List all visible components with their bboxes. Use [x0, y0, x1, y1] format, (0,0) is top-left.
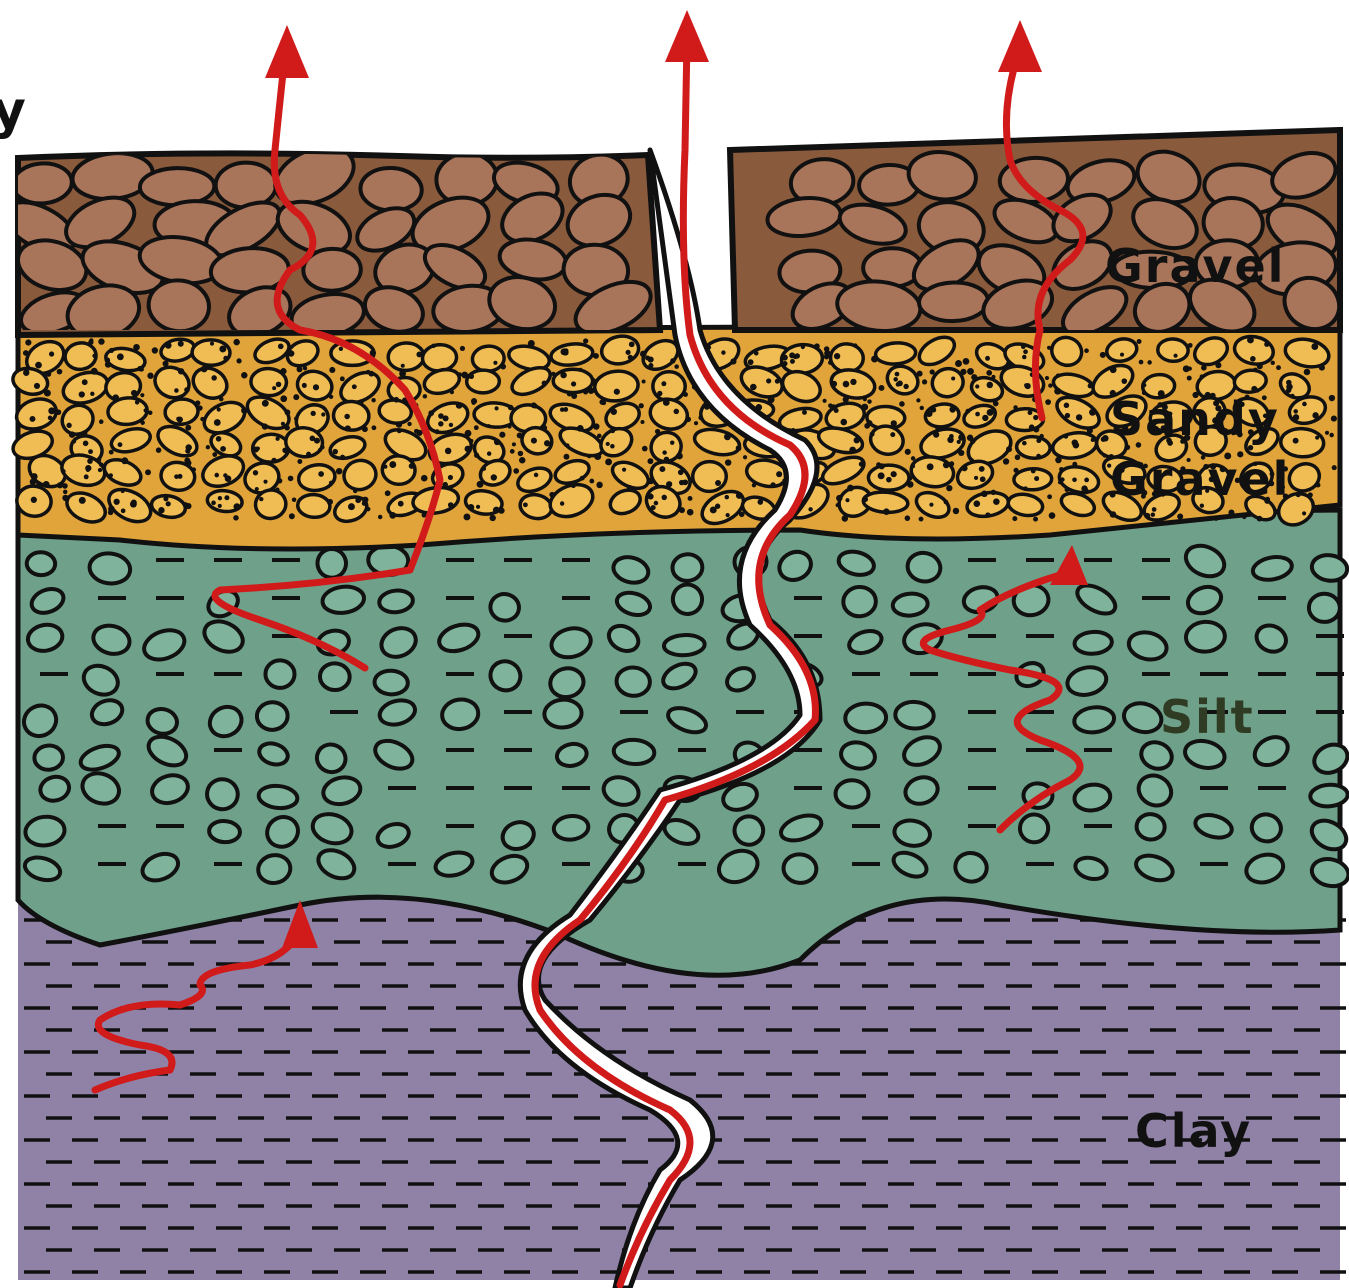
silt-layer	[18, 510, 1349, 975]
up-arrow-icon	[998, 20, 1042, 72]
sandy-gravel-label: Gravel	[1110, 452, 1290, 506]
sandy-label: Sandy	[1110, 392, 1280, 446]
up-arrow-icon	[665, 10, 709, 62]
up-arrow-icon	[265, 25, 309, 78]
gravel-label: Gravel	[1105, 239, 1285, 293]
silt-label: Silt	[1160, 690, 1255, 744]
clay-label: Clay	[1135, 1104, 1252, 1158]
cropped-edge-text: y	[0, 81, 26, 141]
